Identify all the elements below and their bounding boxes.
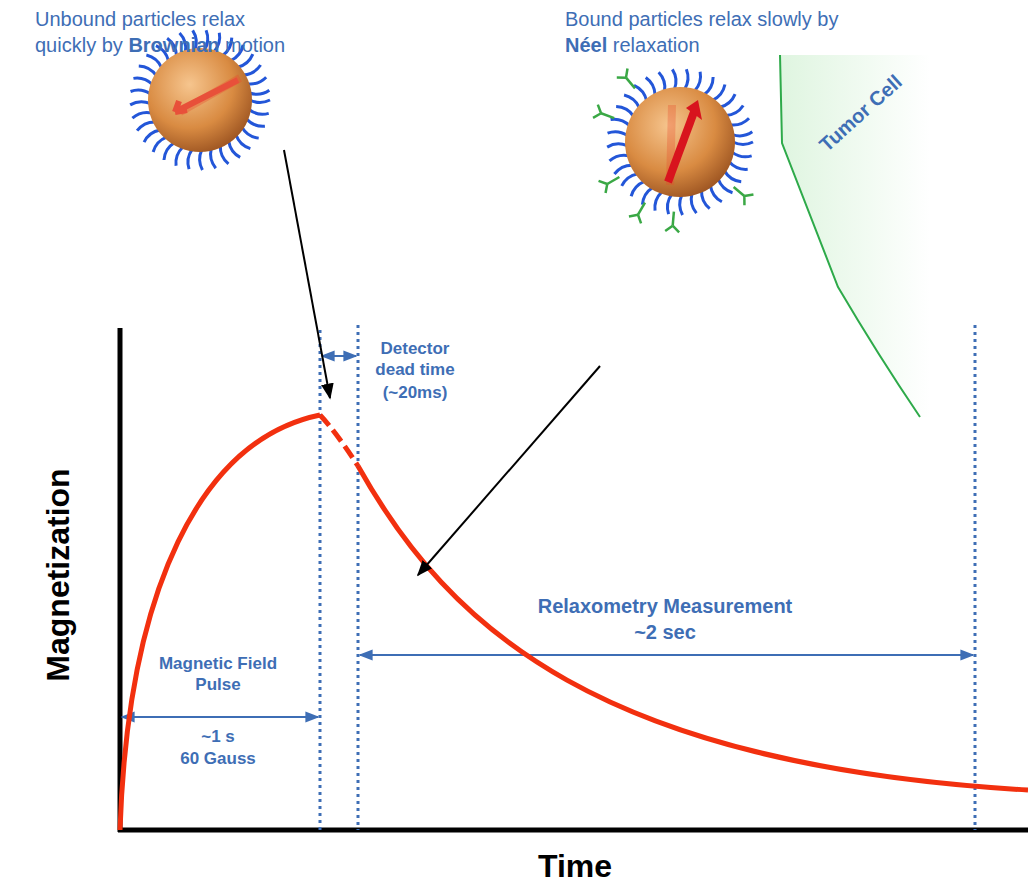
nanoparticle bbox=[148, 48, 252, 152]
interval-arrows bbox=[122, 356, 973, 717]
text-group: Bound particles relax slowly by Néel rel… bbox=[565, 6, 877, 58]
text-group: Unbound particles relax quickly by Brown… bbox=[35, 6, 307, 58]
moment-arrow bbox=[175, 80, 238, 112]
tumor-cell: Tumor Cell bbox=[778, 55, 930, 425]
axis-title: Time bbox=[475, 846, 675, 886]
leader-arrows bbox=[284, 150, 600, 575]
annotation: Detector dead time bbox=[365, 338, 465, 380]
axis-title: Magnetization bbox=[39, 468, 77, 681]
nanoparticle bbox=[625, 87, 735, 197]
time-markers bbox=[320, 325, 975, 830]
annotation: Magnetic Field Pulse bbox=[158, 653, 278, 695]
caption-text: motion bbox=[225, 34, 285, 56]
key-term: Néel bbox=[565, 34, 607, 56]
key-term: Brownian bbox=[128, 34, 219, 56]
particle-coating bbox=[607, 69, 753, 215]
caption-text: Bound particles relax slowly by bbox=[565, 8, 838, 30]
caption-text: relaxation bbox=[613, 34, 700, 56]
annotation: (~20ms) bbox=[365, 382, 465, 403]
annotation: ~1 s bbox=[168, 726, 268, 747]
magnetization-curve bbox=[120, 415, 1028, 830]
moment-arrow bbox=[668, 112, 694, 182]
annotation: ~2 sec bbox=[605, 620, 725, 645]
axes bbox=[118, 328, 1028, 832]
annotation: Relaxometry Measurement bbox=[505, 594, 825, 619]
annotation: 60 Gauss bbox=[163, 748, 273, 769]
antibodies bbox=[593, 69, 753, 233]
